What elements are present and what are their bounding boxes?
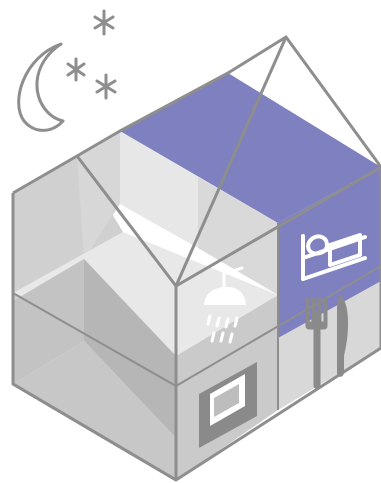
moon-icon: [19, 44, 63, 130]
star-icon: [68, 59, 84, 80]
night-sky: [19, 11, 115, 130]
star-icon: [97, 75, 115, 98]
star-icon: [95, 11, 113, 34]
house: [13, 37, 381, 480]
